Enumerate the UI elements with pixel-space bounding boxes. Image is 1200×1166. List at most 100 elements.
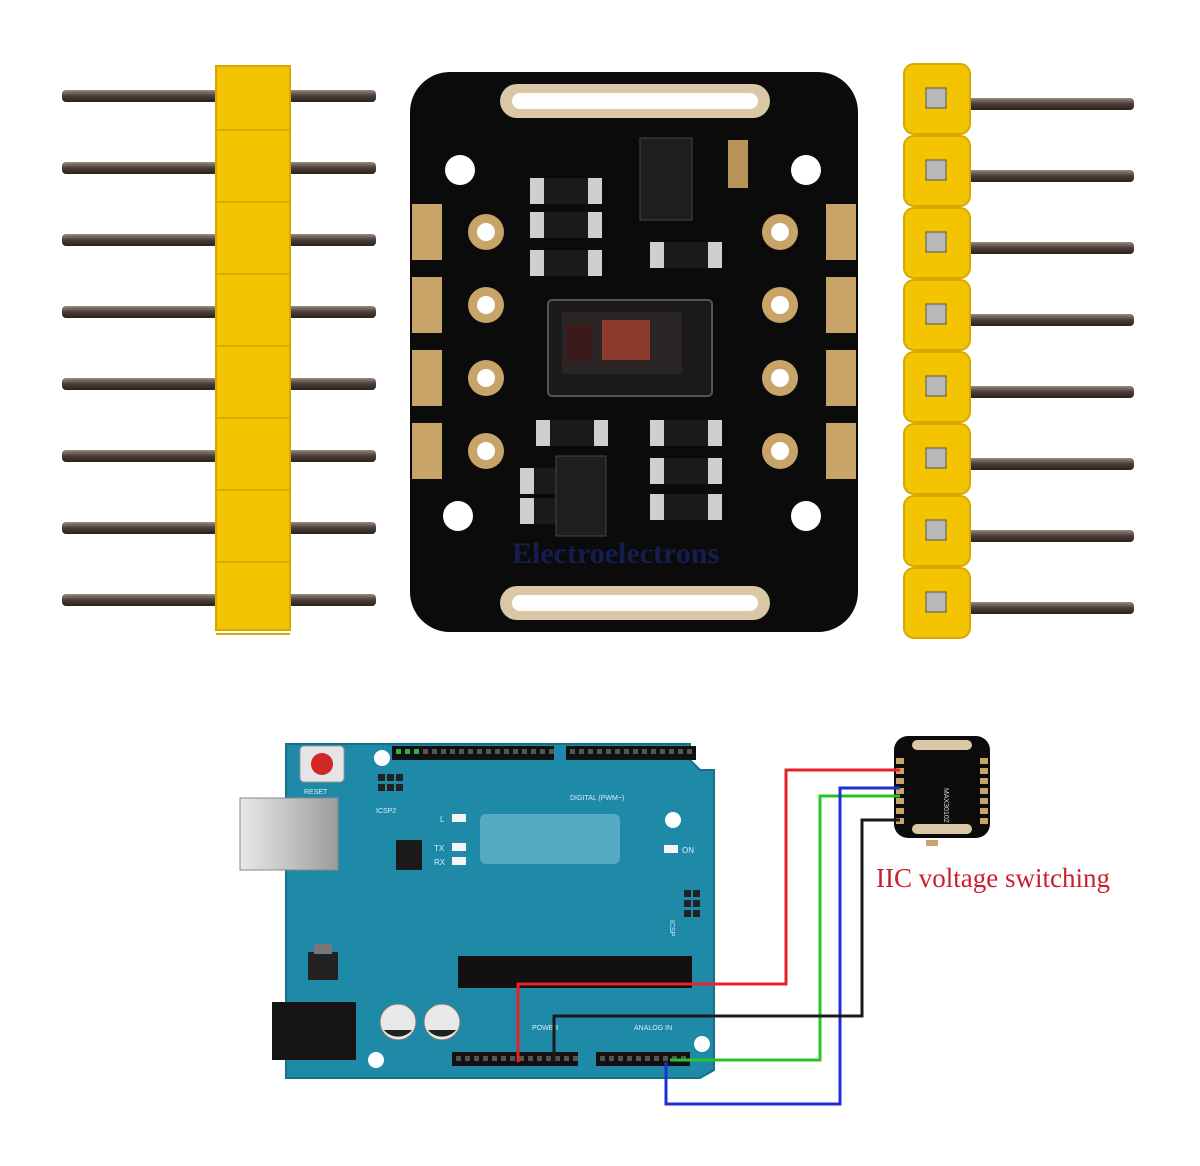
header-pad — [925, 231, 947, 253]
through-hole-center — [477, 296, 495, 314]
power-pin — [465, 1056, 470, 1061]
iic-voltage-caption: IIC voltage switching — [876, 863, 1110, 893]
castellated-pad — [412, 350, 442, 406]
smd-terminal — [650, 494, 664, 520]
digital-pin — [624, 749, 629, 754]
through-hole-center — [477, 442, 495, 460]
digital-pin — [606, 749, 611, 754]
digital-pin — [633, 749, 638, 754]
digital-pin — [477, 749, 482, 754]
sensor-pad — [980, 818, 988, 824]
power-pin — [501, 1056, 506, 1061]
digital-pin — [432, 749, 437, 754]
header-pin — [940, 98, 1134, 110]
smd-terminal — [588, 178, 602, 204]
icsp2-label: ICSP2 — [376, 808, 396, 815]
smd-terminal — [708, 494, 722, 520]
digital-pin — [579, 749, 584, 754]
digital-pin — [597, 749, 602, 754]
digital-pin — [441, 749, 446, 754]
sensor-pad — [896, 808, 904, 814]
analog-pin — [609, 1056, 614, 1061]
digital-pin — [396, 749, 401, 754]
smd-terminal — [536, 420, 550, 446]
castellated-pad — [826, 423, 856, 479]
icsp-pin — [684, 890, 691, 897]
digital-pin — [486, 749, 491, 754]
power-pin — [546, 1056, 551, 1061]
smd-terminal — [594, 420, 608, 446]
through-hole-center — [477, 223, 495, 241]
digital-pin — [414, 749, 419, 754]
analog-pin — [654, 1056, 659, 1061]
smd-terminal — [650, 458, 664, 484]
castellated-pad — [412, 277, 442, 333]
header-pad — [925, 447, 947, 469]
power-pin — [573, 1056, 578, 1061]
digital-pin — [405, 749, 410, 754]
digital-pin — [531, 749, 536, 754]
castellated-pad — [412, 204, 442, 260]
digital-pin — [588, 749, 593, 754]
sensor-pad — [896, 798, 904, 804]
power-pin — [555, 1056, 560, 1061]
digital-pin — [669, 749, 674, 754]
smd-terminal — [708, 242, 722, 268]
arduino-board: RESET ICSP2 DIGITAL (PWM~) L TX RX ON IC… — [239, 743, 715, 1079]
power-pin — [474, 1056, 479, 1061]
digital-pin — [651, 749, 656, 754]
castellated-pad — [826, 277, 856, 333]
analog-pin — [663, 1056, 668, 1061]
digital-pin — [642, 749, 647, 754]
header-pad — [925, 591, 947, 613]
smd-terminal — [708, 420, 722, 446]
icsp-pin — [693, 890, 700, 897]
digital-pin — [450, 749, 455, 754]
analog-pin — [627, 1056, 632, 1061]
through-hole-center — [771, 369, 789, 387]
header-pad — [925, 303, 947, 325]
usb-port — [239, 797, 339, 871]
icsp-pin — [684, 900, 691, 907]
sensor-pad — [980, 758, 988, 764]
wiring — [516, 768, 900, 1106]
icsp2-pin — [387, 774, 394, 781]
castellated-pad — [826, 350, 856, 406]
icsp-pin — [693, 900, 700, 907]
right-pin-header — [903, 63, 1134, 639]
digital-pin — [522, 749, 527, 754]
header-pin — [940, 386, 1134, 398]
sensor-pad — [896, 758, 904, 764]
through-hole-center — [771, 442, 789, 460]
analog-label: ANALOG IN — [634, 1025, 672, 1032]
power-pin — [528, 1056, 533, 1061]
smd-terminal — [588, 250, 602, 276]
sensor-pad — [896, 778, 904, 784]
smd-terminal — [708, 458, 722, 484]
sensor-pad — [896, 788, 904, 794]
header-pin — [940, 530, 1134, 542]
smd-terminal — [530, 250, 544, 276]
power-pin — [483, 1056, 488, 1061]
icsp2-pin — [396, 784, 403, 791]
wire-sda — [664, 786, 900, 1106]
power-pin — [564, 1056, 569, 1061]
smd-terminal — [520, 498, 534, 524]
power-pin — [537, 1056, 542, 1061]
castellated-pad — [412, 423, 442, 479]
icsp2-pin — [387, 784, 394, 791]
power-pin — [510, 1056, 515, 1061]
header-pad — [925, 375, 947, 397]
power-pin — [519, 1056, 524, 1061]
smd-terminal — [588, 212, 602, 238]
digital-pin — [495, 749, 500, 754]
sensor-pad — [980, 808, 988, 814]
sensor-pad — [980, 798, 988, 804]
digital-pin — [678, 749, 683, 754]
analog-pin — [618, 1056, 623, 1061]
watermark: Electroelectrons — [512, 537, 720, 570]
power-pin — [492, 1056, 497, 1061]
power-pin — [456, 1056, 461, 1061]
analog-pin — [645, 1056, 650, 1061]
